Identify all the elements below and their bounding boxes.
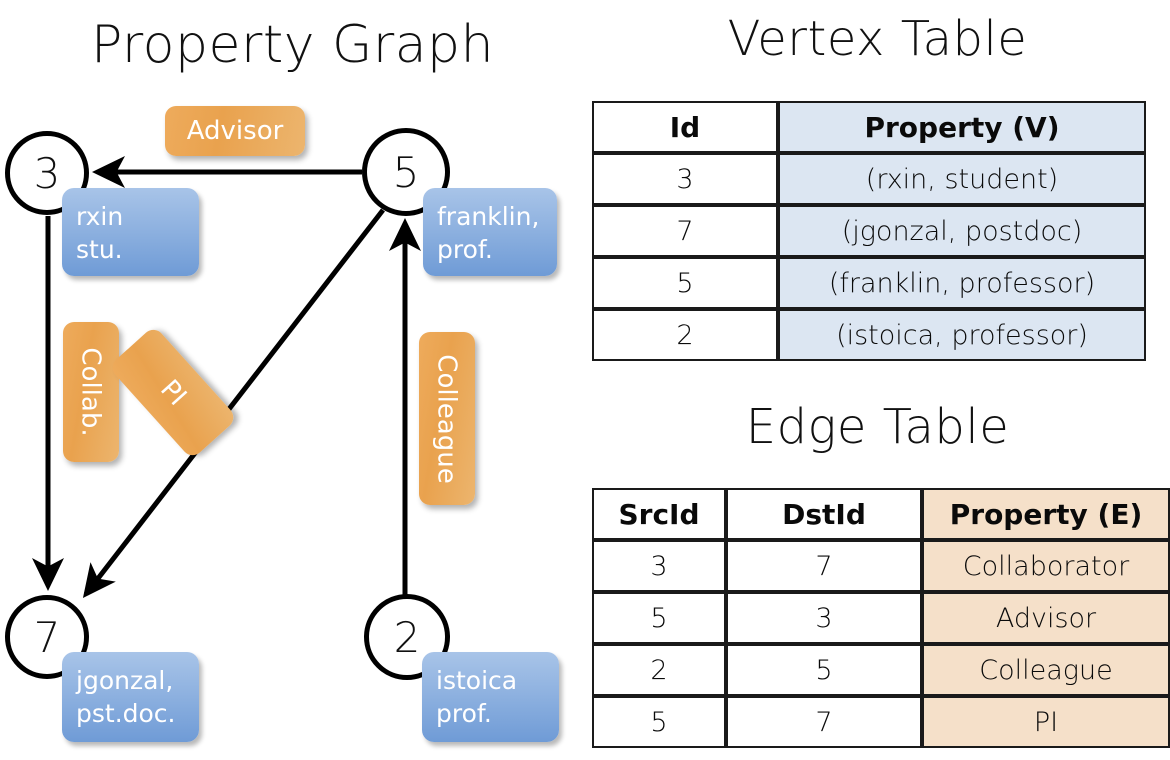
edge-label-colleague: Colleague [419,332,475,505]
node-property-box-jgonzal: jgonzal, pst.doc. [62,652,199,742]
page-title-property-graph: Property Graph [90,15,495,75]
edge-label-pi-text: PI [154,373,192,412]
table-row: 3 (rxin, student) [592,153,1146,205]
edge-cell-dstid: 7 [726,696,922,748]
table-row: 5 3 Advisor [592,592,1170,644]
vertex-cell-id: 2 [592,309,778,361]
table-row: 5 (franklin, professor) [592,257,1146,309]
property-graph-diagram: 3 5 7 2 rxin stu. franklin, prof. jgonza… [5,106,559,742]
edge-cell-property: Advisor [922,592,1170,644]
vertex-header-property: Property (V) [778,101,1146,153]
table-row: 2 (istoica, professor) [592,309,1146,361]
edge-cell-property: PI [922,696,1170,748]
vertex-cell-property: (istoica, professor) [778,309,1146,361]
node-property-box-franklin: franklin, prof. [423,188,557,276]
edge-table-header-row: SrcId DstId Property (E) [592,488,1170,540]
vertex-header-id: Id [592,101,778,153]
edge-cell-srcid: 5 [592,696,726,748]
edge-label-advisor: Advisor [165,106,305,156]
table-row: 7 (jgonzal, postdoc) [592,205,1146,257]
vertex-table: Id Property (V) 3 (rxin, student) 7 (jgo… [592,101,1146,361]
edge-cell-dstid: 7 [726,540,922,592]
edge-label-collab: Collab. [63,322,119,462]
edge-line-pi [82,208,385,598]
vertex-cell-id: 5 [592,257,778,309]
edge-header-property: Property (E) [922,488,1170,540]
edge-cell-srcid: 5 [592,592,726,644]
graph-node-2[interactable]: 2 [364,594,450,680]
vertex-cell-id: 7 [592,205,778,257]
edge-label-advisor-text: Advisor [186,116,284,146]
graph-edge-lines [32,156,421,598]
graph-node-5-label: 5 [392,147,420,197]
edge-cell-dstid: 5 [726,644,922,696]
vertex-cell-property: (jgonzal, postdoc) [778,205,1146,257]
vertex-cell-property: (rxin, student) [778,153,1146,205]
graph-node-5[interactable]: 5 [362,128,450,216]
edge-cell-dstid: 3 [726,592,922,644]
edge-header-srcid: SrcId [592,488,726,540]
edge-cell-property: Colleague [922,644,1170,696]
edge-cell-srcid: 2 [592,644,726,696]
table-row: 5 7 PI [592,696,1170,748]
edge-header-dstid: DstId [726,488,922,540]
edge-table: SrcId DstId Property (E) 3 7 Collaborato… [592,488,1170,748]
graph-node-2-label: 2 [393,612,421,662]
node-property-box-istoica: istoica prof. [422,652,559,742]
page-title-vertex-table: Vertex Table [727,11,1028,67]
graph-node-7-label: 7 [33,612,61,662]
edge-label-collab-text: Collab. [76,347,106,437]
edge-cell-property: Collaborator [922,540,1170,592]
page-title-edge-table: Edge Table [745,399,1010,455]
table-row: 2 5 Colleague [592,644,1170,696]
graph-node-3-label: 3 [33,148,61,198]
edge-label-colleague-text: Colleague [432,353,463,484]
edge-cell-srcid: 3 [592,540,726,592]
vertex-table-header-row: Id Property (V) [592,101,1146,153]
table-row: 3 7 Collaborator [592,540,1170,592]
vertex-cell-property: (franklin, professor) [778,257,1146,309]
vertex-cell-id: 3 [592,153,778,205]
node-property-box-rxin: rxin stu. [62,188,199,276]
